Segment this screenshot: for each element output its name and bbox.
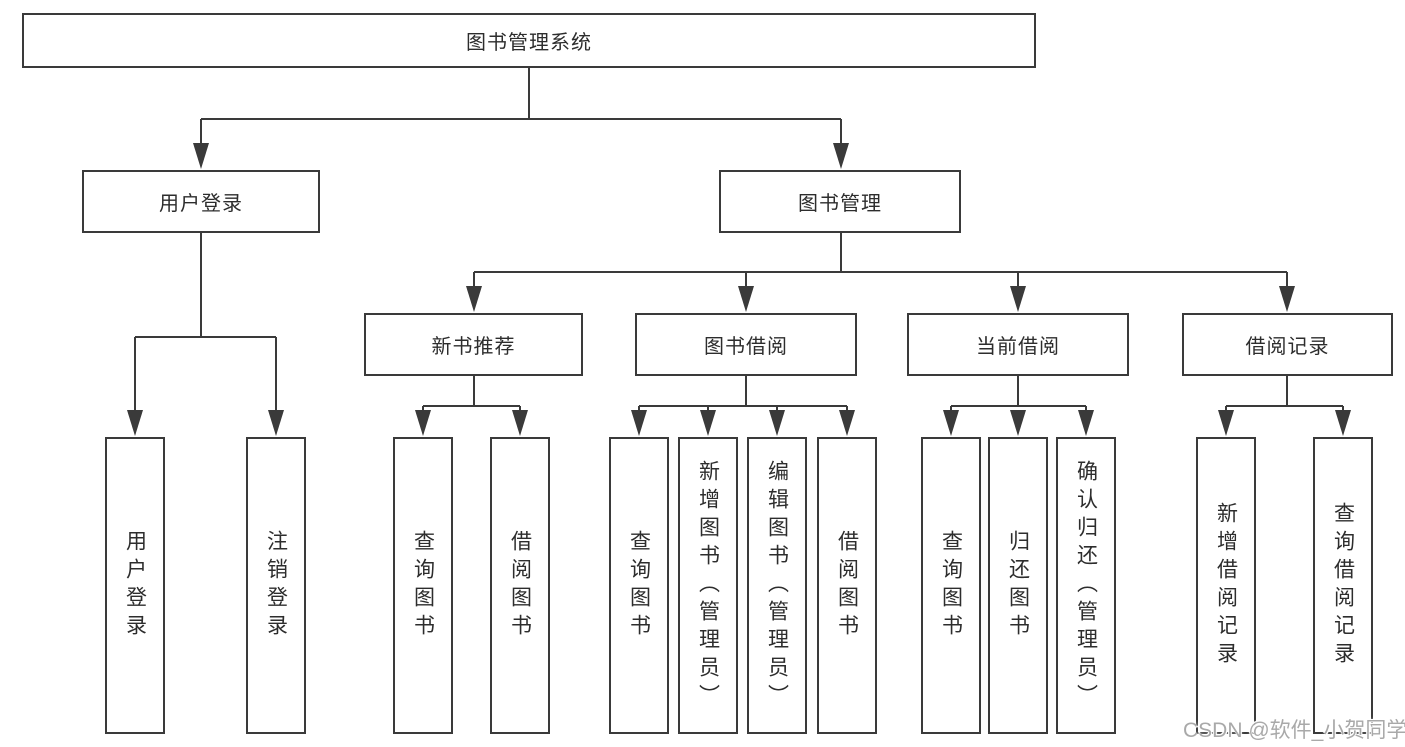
node-label: 图书管理	[798, 193, 882, 215]
node-current-borrow: 当前借阅	[907, 313, 1129, 376]
leaf-return-book: 归还图书	[988, 437, 1048, 734]
csdn-watermark: CSDN @软件_小贺同学	[1183, 719, 1405, 742]
node-label: 注销登录	[264, 529, 288, 642]
node-label: 新增借阅记录	[1214, 501, 1238, 670]
leaf-edit-book-admin: 编辑图书（管理员）	[747, 437, 807, 734]
node-label: 新增图书（管理员）	[696, 459, 720, 712]
leaf-query-borrow-record: 查询借阅记录	[1313, 437, 1373, 734]
node-label: 图书借阅	[704, 336, 788, 358]
node-book-borrow: 图书借阅	[635, 313, 857, 376]
node-label: 用户登录	[159, 193, 243, 215]
node-label: 借阅图书	[835, 529, 859, 642]
leaf-add-book-admin: 新增图书（管理员）	[678, 437, 738, 734]
leaf-logout: 注销登录	[246, 437, 306, 734]
node-label: 查询借阅记录	[1331, 501, 1355, 670]
node-label: 借阅图书	[508, 529, 532, 642]
leaf-query-book-borrow: 查询图书	[609, 437, 669, 734]
node-new-book-recommend: 新书推荐	[364, 313, 583, 376]
node-label: 用户登录	[123, 529, 147, 642]
node-label: 图书管理系统	[466, 32, 592, 54]
node-label: 编辑图书（管理员）	[765, 459, 789, 712]
node-label: 查询图书	[411, 529, 435, 642]
node-label: 查询图书	[627, 529, 651, 642]
node-borrow-record: 借阅记录	[1182, 313, 1393, 376]
leaf-confirm-return-admin: 确认归还（管理员）	[1056, 437, 1116, 734]
node-label: 归还图书	[1006, 529, 1030, 642]
leaf-query-book-recommend: 查询图书	[393, 437, 453, 734]
leaf-query-book-current: 查询图书	[921, 437, 981, 734]
node-label: 查询图书	[939, 529, 963, 642]
node-label: 确认归还（管理员）	[1074, 459, 1098, 712]
leaf-borrow-book-recommend: 借阅图书	[490, 437, 550, 734]
node-label: 当前借阅	[976, 336, 1060, 358]
arrowheads	[127, 143, 1351, 436]
node-book-management: 图书管理	[719, 170, 961, 233]
node-user-login: 用户登录	[82, 170, 320, 233]
leaf-user-login: 用户登录	[105, 437, 165, 734]
leaf-add-borrow-record: 新增借阅记录	[1196, 437, 1256, 734]
node-label: 借阅记录	[1245, 336, 1330, 358]
node-library-management-system: 图书管理系统	[22, 13, 1036, 68]
leaf-borrow-book: 借阅图书	[817, 437, 877, 734]
node-label: 新书推荐	[431, 336, 516, 358]
